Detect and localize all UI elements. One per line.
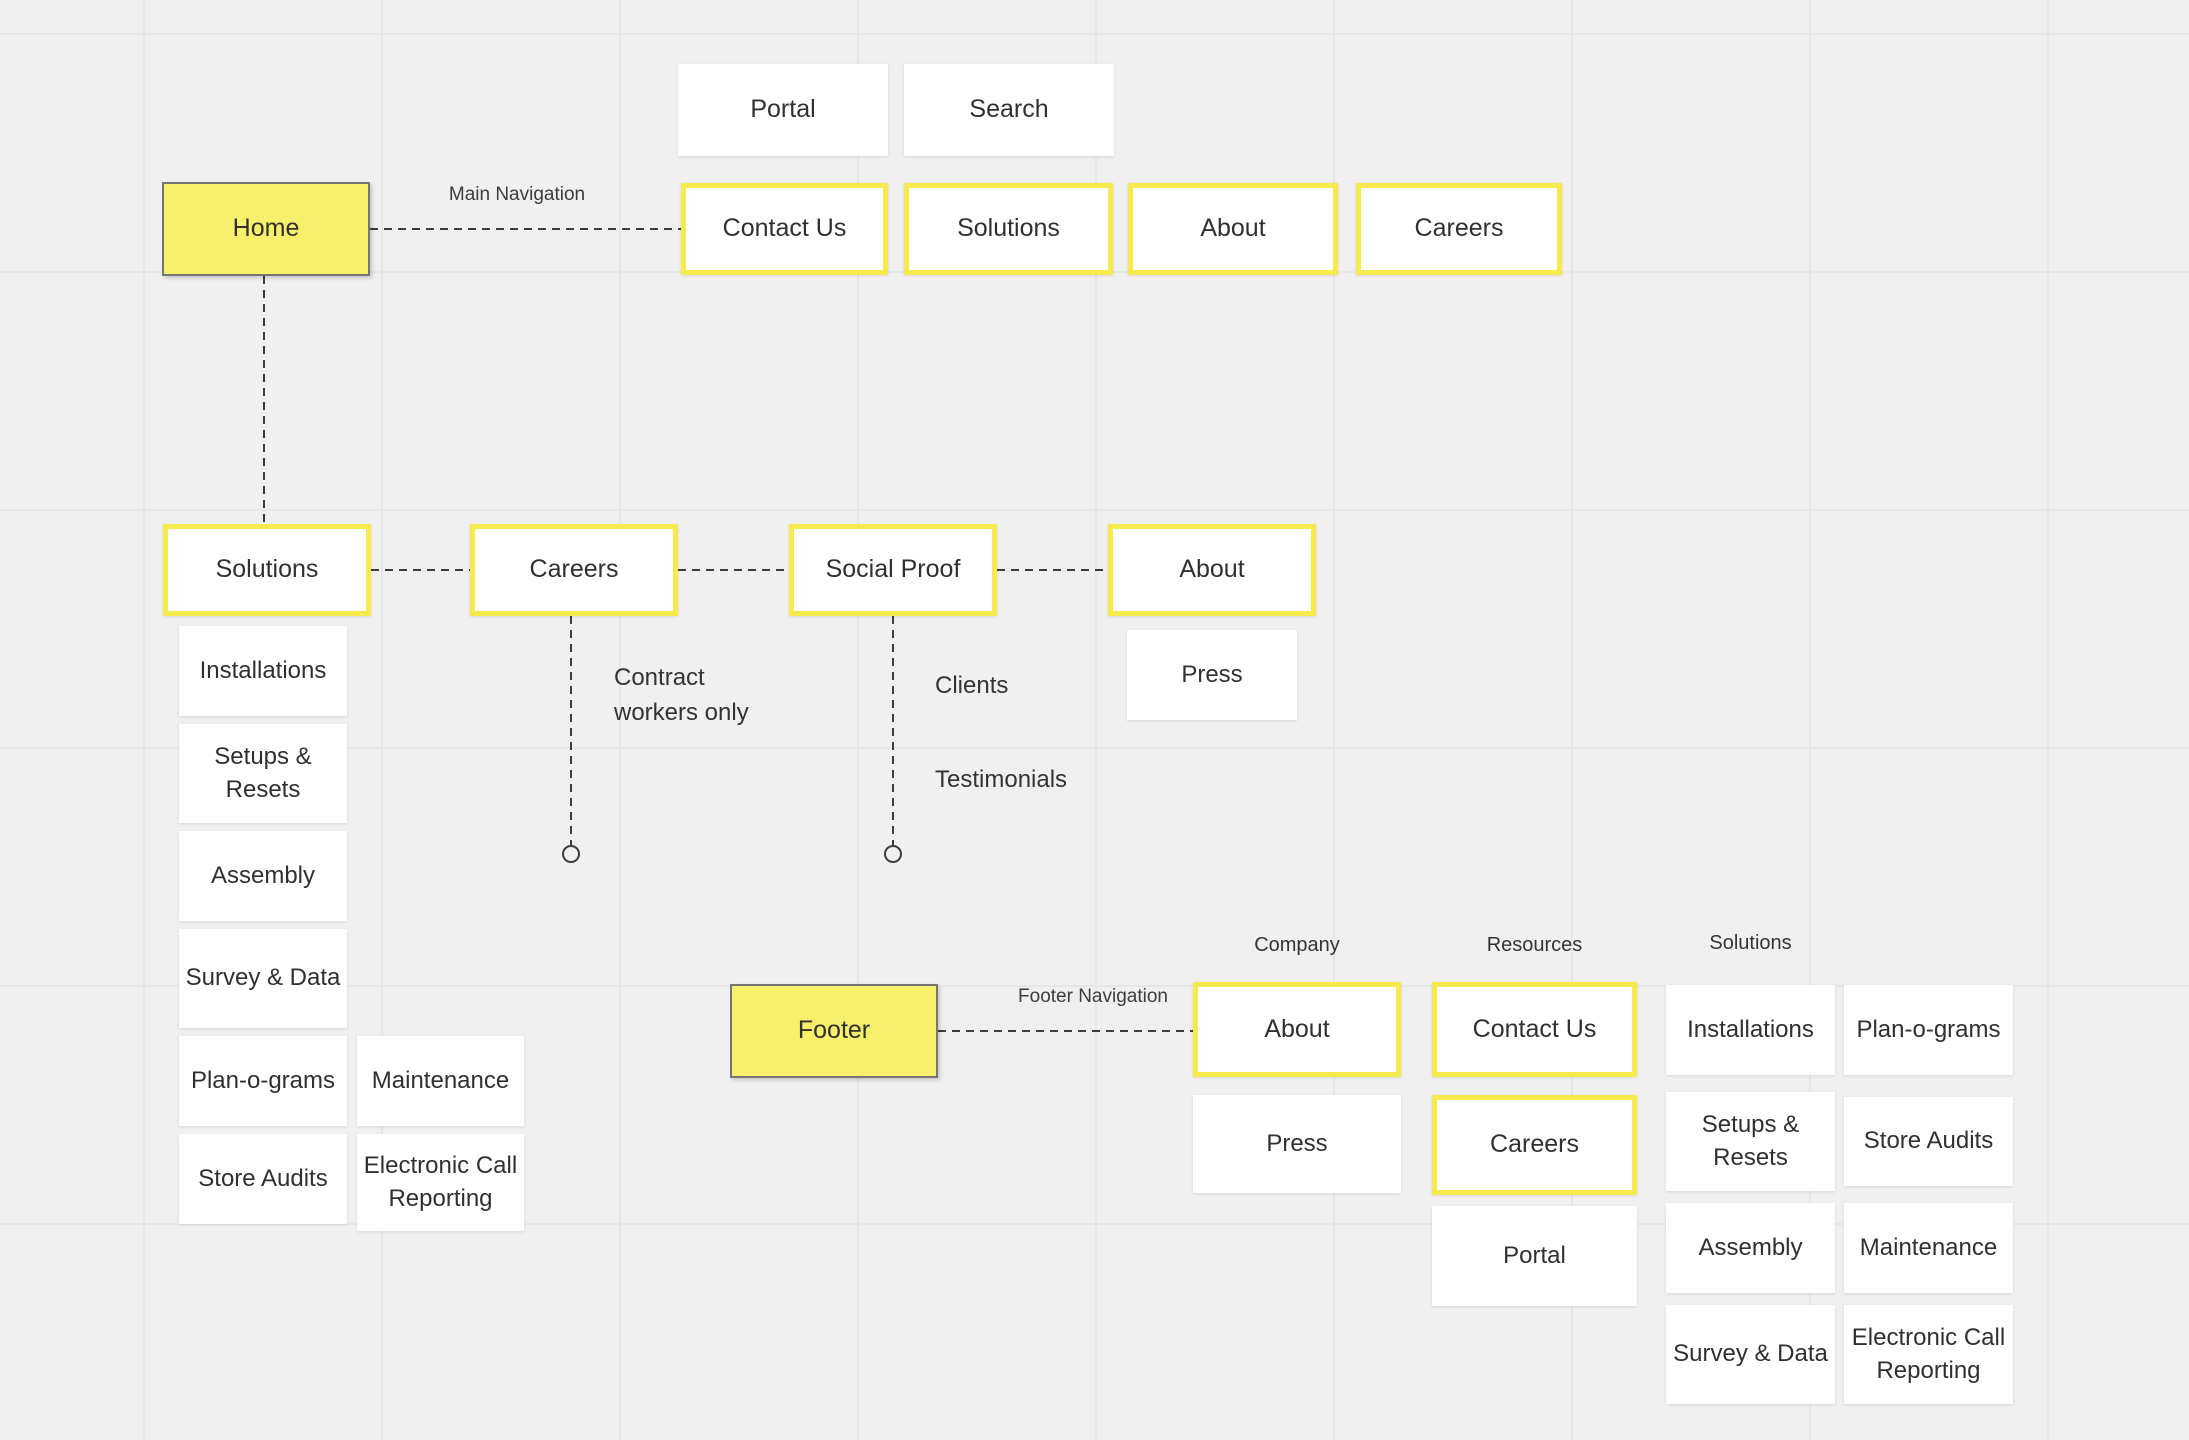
main-navigation-label[interactable]: Main Navigation [448, 184, 586, 205]
node-mainnav-solutions[interactable]: Solutions [904, 183, 1113, 275]
node-solutions-assembly[interactable]: Assembly [179, 831, 347, 921]
node-footer[interactable]: Footer [730, 984, 938, 1078]
node-about-press[interactable]: Press [1127, 630, 1297, 720]
node-section-social-proof[interactable]: Social Proof [789, 524, 997, 616]
node-section-solutions[interactable]: Solutions [163, 524, 371, 616]
annotation-clients[interactable]: Clients [935, 672, 1009, 699]
node-portal[interactable]: Portal [678, 64, 888, 156]
footer-column-heading-solutions[interactable]: Solutions [1709, 932, 1792, 954]
node-solutions-store-audits[interactable]: Store Audits [179, 1134, 347, 1224]
node-footer-store-audits[interactable]: Store Audits [1844, 1097, 2013, 1186]
node-footer-maintenance[interactable]: Maintenance [1844, 1203, 2013, 1293]
node-solutions-installations[interactable]: Installations [179, 626, 347, 716]
node-search[interactable]: Search [904, 64, 1114, 156]
node-footer-setups-resets[interactable]: Setups & Resets [1666, 1092, 1835, 1191]
node-solutions-setups-resets[interactable]: Setups & Resets [179, 724, 347, 823]
node-footer-about[interactable]: About [1193, 982, 1401, 1077]
node-footer-careers[interactable]: Careers [1432, 1095, 1637, 1195]
node-footer-plan-o-grams[interactable]: Plan-o-grams [1844, 985, 2013, 1075]
node-footer-press[interactable]: Press [1193, 1095, 1401, 1193]
node-footer-installations[interactable]: Installations [1666, 985, 1835, 1075]
node-footer-contact-us[interactable]: Contact Us [1432, 982, 1637, 1077]
node-footer-assembly[interactable]: Assembly [1666, 1203, 1835, 1293]
footer-navigation-label[interactable]: Footer Navigation [1018, 986, 1168, 1007]
node-mainnav-about[interactable]: About [1128, 183, 1338, 275]
node-solutions-plan-o-grams[interactable]: Plan-o-grams [179, 1036, 347, 1126]
annotation-careers-note[interactable]: Contract workers only [614, 664, 749, 726]
node-footer-portal[interactable]: Portal [1432, 1206, 1637, 1306]
node-footer-survey-data[interactable]: Survey & Data [1666, 1305, 1835, 1404]
node-mainnav-contact-us[interactable]: Contact Us [681, 183, 888, 275]
node-mainnav-careers[interactable]: Careers [1356, 183, 1562, 275]
node-solutions-survey-data[interactable]: Survey & Data [179, 929, 347, 1028]
connector-endpoint-circle [884, 845, 902, 863]
connector-endpoint-circle [562, 845, 580, 863]
footer-column-heading-resources[interactable]: Resources [1486, 934, 1583, 956]
node-solutions-electronic-call-reporting[interactable]: Electronic Call Reporting [357, 1134, 524, 1231]
node-solutions-maintenance[interactable]: Maintenance [357, 1036, 524, 1126]
annotation-testimonials[interactable]: Testimonials [935, 766, 1068, 793]
footer-column-heading-company[interactable]: Company [1254, 934, 1340, 956]
node-section-careers[interactable]: Careers [470, 524, 678, 616]
node-footer-electronic-call-reporting[interactable]: Electronic Call Reporting [1844, 1305, 2013, 1404]
node-home[interactable]: Home [162, 182, 370, 276]
node-section-about[interactable]: About [1108, 524, 1316, 616]
